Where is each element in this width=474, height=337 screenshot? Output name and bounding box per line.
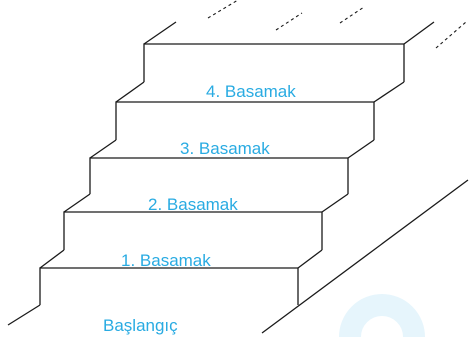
step-3 [89,139,375,194]
label-step-1: 1. Basamak [121,251,211,270]
ground-line [7,304,41,326]
step-top [143,21,435,82]
label-step-3: 3. Basamak [180,139,270,158]
continuation-dashes [207,0,467,49]
step-2 [63,193,349,250]
label-step-4: 4. Basamak [206,82,296,101]
side-rail-line [261,179,469,334]
step-4 [115,81,405,140]
step-1 [39,249,323,305]
label-step-2: 2. Basamak [148,195,238,214]
watermark-arc [339,294,425,337]
label-start: Başlangıç [103,316,178,335]
